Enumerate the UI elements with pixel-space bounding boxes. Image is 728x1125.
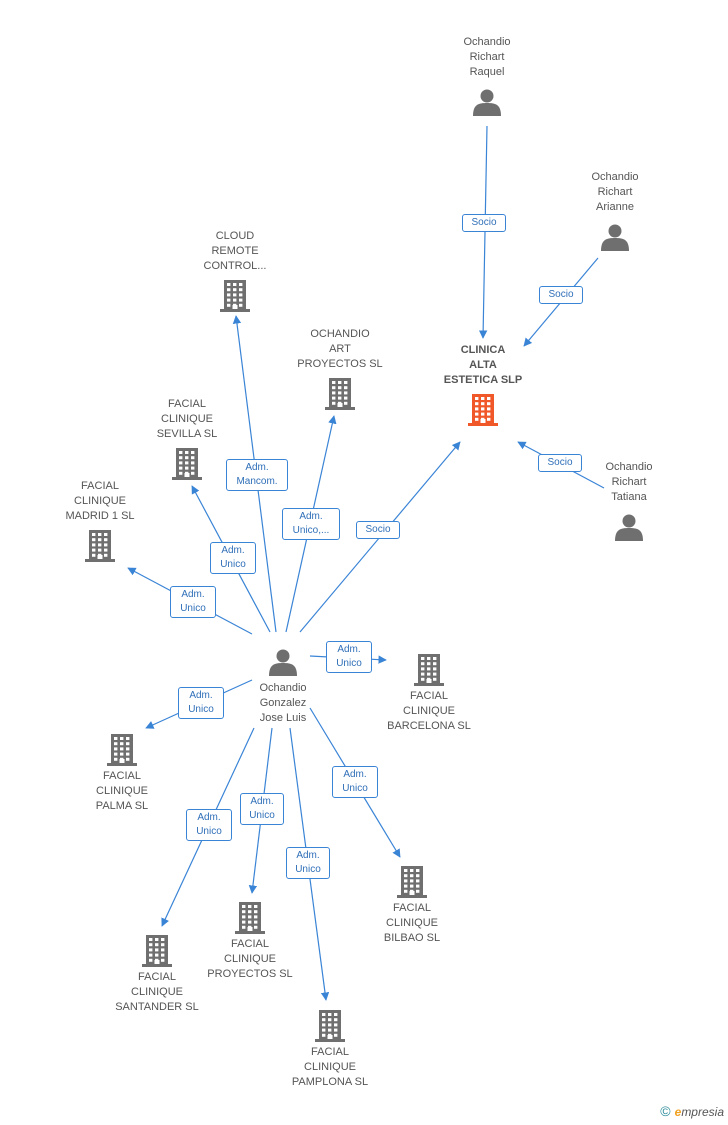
edge-raquel-to-clinica — [478, 125, 488, 339]
person-icon[interactable] — [601, 224, 629, 252]
node-label-raquel[interactable]: Ochandio Richart Raquel — [463, 36, 511, 78]
building-icon[interactable] — [315, 1010, 345, 1042]
node-label-clinica[interactable]: CLINICA ALTA ESTETICA SLP — [443, 344, 523, 386]
node-label-tatiana[interactable]: Ochandio Richart Tatiana — [605, 461, 653, 503]
building-icon[interactable] — [397, 866, 427, 898]
building-icon[interactable] — [468, 394, 498, 426]
edge-label-jose-to-pamplona[interactable]: Adm. Unico — [286, 847, 330, 879]
building-icon[interactable] — [107, 734, 137, 766]
node-label-palma[interactable]: FACIAL CLINIQUE PALMA SL — [95, 770, 149, 812]
node-label-sevilla[interactable]: FACIAL CLINIQUE SEVILLA SL — [156, 398, 218, 440]
node-label-jose[interactable]: Ochandio Gonzalez Jose Luis — [259, 682, 307, 724]
building-icon[interactable] — [325, 378, 355, 410]
building-icon[interactable] — [172, 448, 202, 480]
edge-label-jose-to-ochandio_art[interactable]: Adm. Unico,... — [282, 508, 340, 540]
node-label-madrid[interactable]: FACIAL CLINIQUE MADRID 1 SL — [65, 480, 135, 522]
edge-label-jose-to-clinica[interactable]: Socio — [356, 521, 400, 539]
edge-label-jose-to-proyectos[interactable]: Adm. Unico — [240, 793, 284, 825]
node-label-pamplona[interactable]: FACIAL CLINIQUE PAMPLONA SL — [291, 1046, 369, 1088]
node-label-bilbao[interactable]: FACIAL CLINIQUE BILBAO SL — [383, 902, 441, 944]
node-label-proyectos[interactable]: FACIAL CLINIQUE PROYECTOS SL — [207, 938, 293, 980]
edge-label-jose-to-cloud[interactable]: Adm. Mancom. — [226, 459, 288, 491]
building-icon[interactable] — [85, 530, 115, 562]
copyright-icon: © — [660, 1103, 671, 1119]
edge-label-jose-to-bilbao[interactable]: Adm. Unico — [332, 766, 378, 798]
node-label-cloud[interactable]: CLOUD REMOTE CONTROL... — [203, 230, 267, 272]
edge-label-arianne-to-clinica[interactable]: Socio — [539, 286, 583, 304]
edge-label-jose-to-santander[interactable]: Adm. Unico — [186, 809, 232, 841]
edge-label-jose-to-barcelona[interactable]: Adm. Unico — [326, 641, 372, 673]
edge-label-tatiana-to-clinica[interactable]: Socio — [538, 454, 582, 472]
node-label-arianne[interactable]: Ochandio Richart Arianne — [591, 171, 639, 213]
person-icon[interactable] — [269, 649, 297, 677]
edge-label-jose-to-sevilla[interactable]: Adm. Unico — [210, 542, 256, 574]
building-icon[interactable] — [220, 280, 250, 312]
person-icon[interactable] — [473, 89, 501, 117]
building-icon[interactable] — [414, 654, 444, 686]
building-icon[interactable] — [142, 935, 172, 967]
brand-footer: ©empresia — [660, 1103, 724, 1119]
building-icon[interactable] — [235, 902, 265, 934]
edge-label-jose-to-palma[interactable]: Adm. Unico — [178, 687, 224, 719]
node-label-santander[interactable]: FACIAL CLINIQUE SANTANDER SL — [115, 971, 199, 1013]
edge-label-raquel-to-clinica[interactable]: Socio — [462, 214, 506, 232]
node-label-barcelona[interactable]: FACIAL CLINIQUE BARCELONA SL — [387, 690, 471, 732]
brand-logo: empresia — [674, 1105, 724, 1119]
node-label-ochandio_art[interactable]: OCHANDIO ART PROYECTOS SL — [297, 328, 383, 370]
person-icon[interactable] — [615, 514, 643, 542]
edge-label-jose-to-madrid[interactable]: Adm. Unico — [170, 586, 216, 618]
